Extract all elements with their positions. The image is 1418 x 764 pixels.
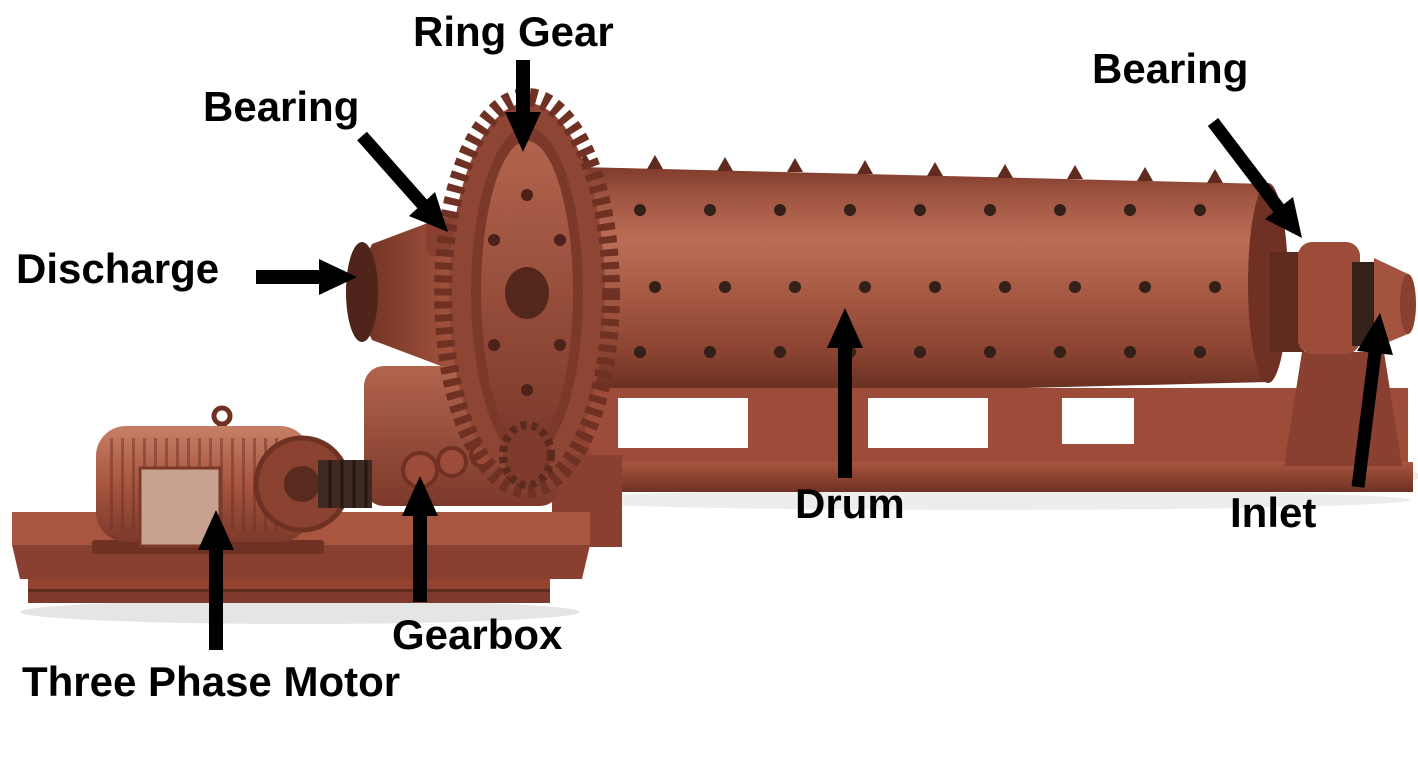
pinion-gear xyxy=(499,421,555,489)
bearing-right-arrow xyxy=(1207,118,1302,238)
part-drum xyxy=(538,153,1288,400)
three-phase-motor-arrow xyxy=(198,510,234,650)
label-gearbox: Gearbox xyxy=(392,611,563,658)
ring-gear-arrow xyxy=(505,60,541,152)
label-discharge: Discharge xyxy=(16,245,220,292)
part-ring-gear xyxy=(434,88,620,498)
label-inlet: Inlet xyxy=(1230,489,1317,536)
annotation-arrows xyxy=(198,60,1393,650)
part-base-frame xyxy=(545,388,1413,492)
drum-bolts xyxy=(564,204,1221,358)
discharge-arrow xyxy=(256,259,357,295)
drum-arrow xyxy=(827,308,863,478)
label-three-phase-motor: Three Phase Motor xyxy=(22,658,401,705)
label-ring-gear: Ring Gear xyxy=(413,8,614,55)
label-drum: Drum xyxy=(795,480,905,527)
gearbox-arrow xyxy=(402,476,438,602)
label-bearing-left: Bearing xyxy=(203,83,360,130)
label-bearing-right: Bearing xyxy=(1092,45,1249,92)
bearing-left-arrow xyxy=(357,131,448,232)
inlet-arrow xyxy=(1351,313,1393,488)
gear-head-bolts xyxy=(488,189,566,396)
